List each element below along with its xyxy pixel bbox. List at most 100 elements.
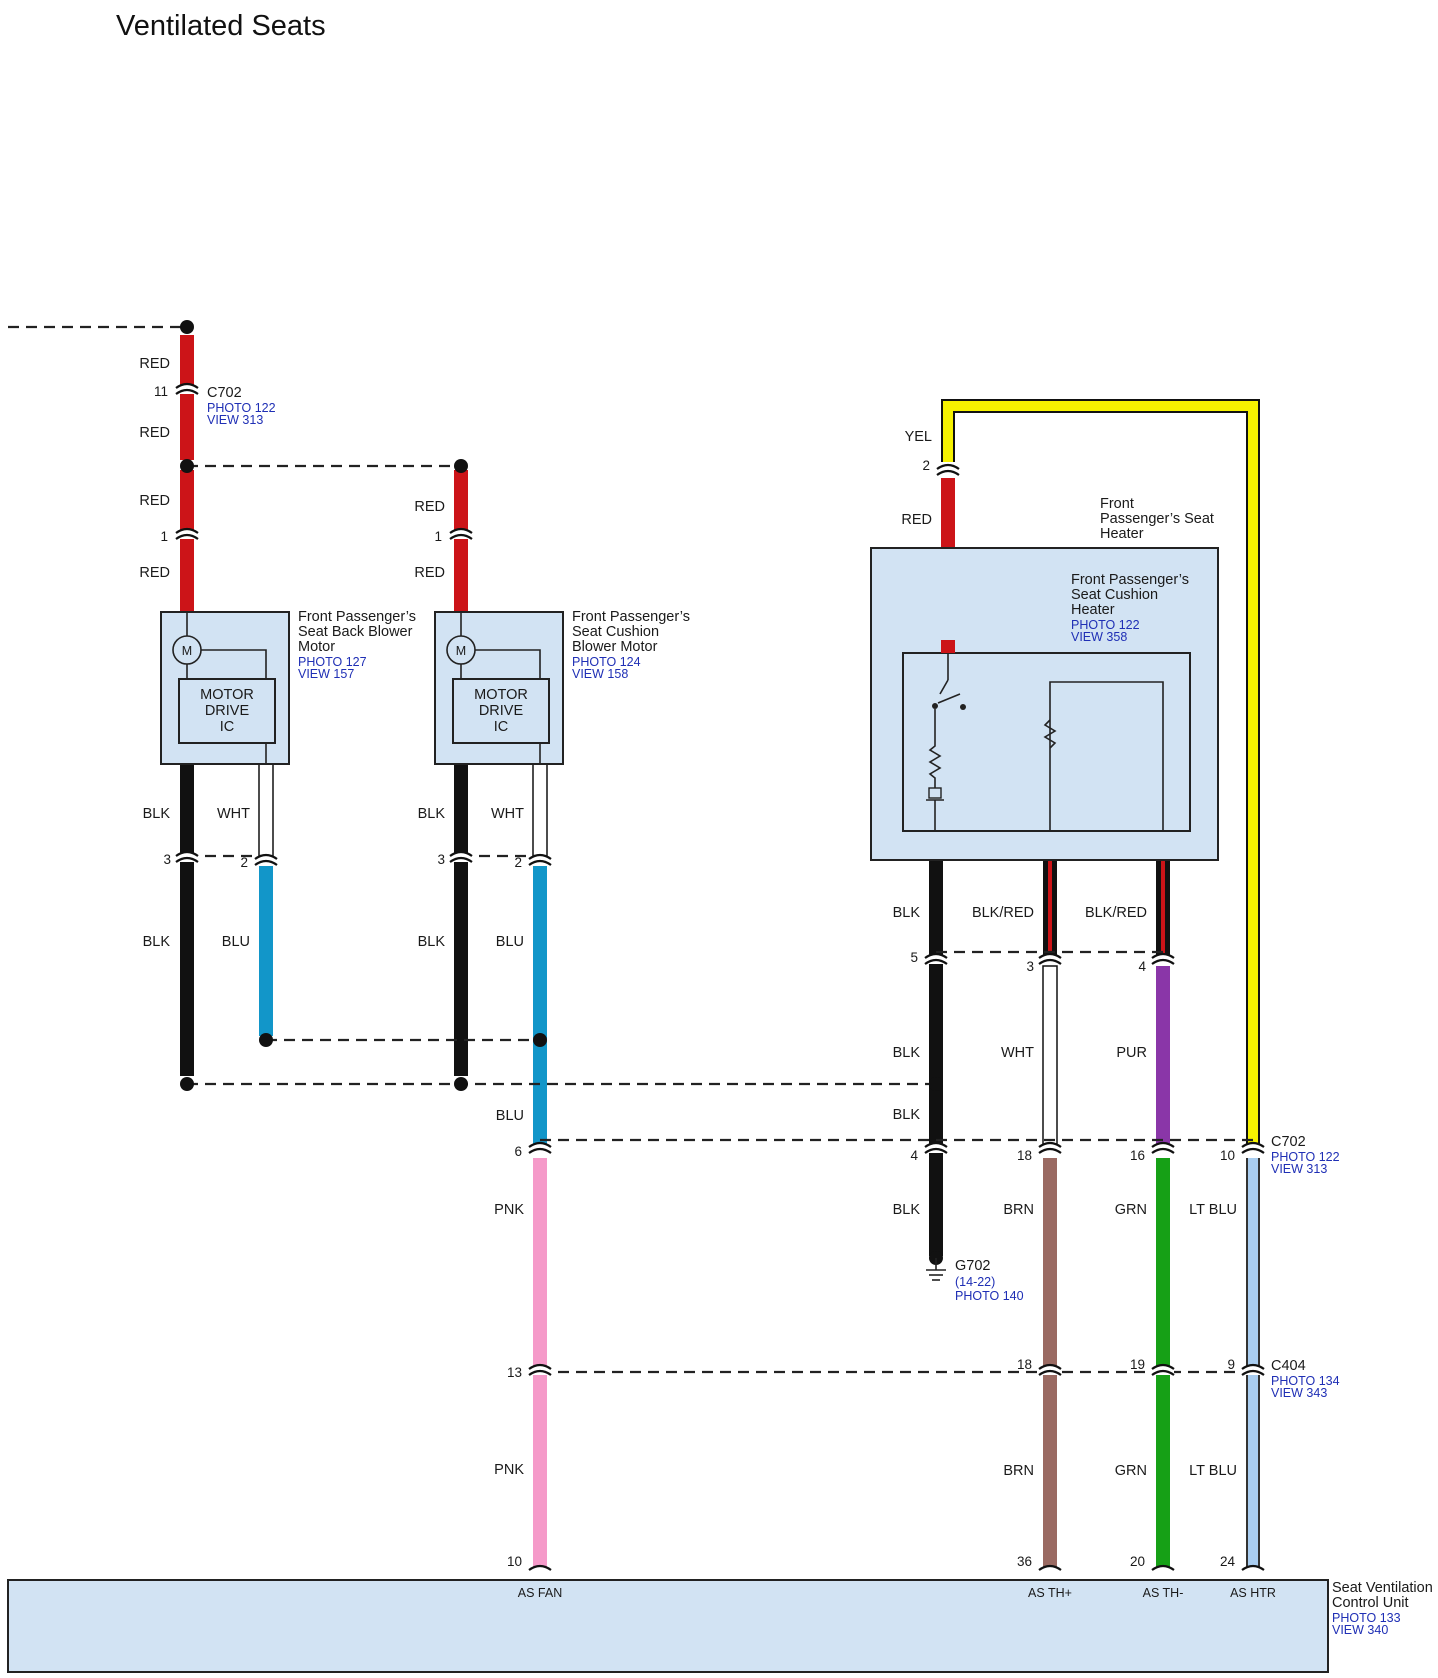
wire-label: YEL [905, 429, 932, 445]
wire-label: WHT [217, 806, 250, 822]
page-title: Ventilated Seats [116, 10, 326, 42]
connector-c702-top-label: C702 PHOTO 122 VIEW 313 [207, 385, 276, 427]
motor-drive-ic-1: MOTOR DRIVE IC [200, 687, 254, 735]
svg-text:VIEW 313: VIEW 313 [1271, 1162, 1327, 1176]
svg-text:AS HTR: AS HTR [1230, 1586, 1276, 1600]
wire-label: BLK [418, 806, 446, 822]
svg-text:PHOTO 134: PHOTO 134 [1271, 1374, 1340, 1388]
pin-number: 20 [1130, 1554, 1145, 1569]
pin-number: 6 [514, 1144, 522, 1159]
svg-text:Motor: Motor [298, 639, 335, 655]
svg-text:Seat Cushion: Seat Cushion [1071, 587, 1158, 603]
svg-text:C404: C404 [1271, 1358, 1306, 1374]
svg-text:MOTOR: MOTOR [200, 687, 254, 703]
pin-number: 9 [1227, 1357, 1235, 1372]
pin-number: 4 [910, 1148, 918, 1163]
connector-c404-label: C404 PHOTO 134 VIEW 343 [1271, 1358, 1340, 1400]
pin-number: 2 [922, 458, 930, 473]
pin-number: 36 [1017, 1554, 1032, 1569]
svg-text:Front Passenger’s: Front Passenger’s [1071, 572, 1189, 588]
svg-text:VIEW 340: VIEW 340 [1332, 1623, 1388, 1637]
seat-back-blower-motor: M [160, 611, 290, 765]
svg-text:PHOTO 133: PHOTO 133 [1332, 1611, 1401, 1625]
svg-text:Heater: Heater [1071, 602, 1115, 618]
svg-text:AS FAN: AS FAN [518, 1586, 562, 1600]
wire-label: PNK [494, 1202, 524, 1218]
svg-text:PHOTO 127: PHOTO 127 [298, 655, 367, 669]
svg-text:Front Passenger’s: Front Passenger’s [298, 609, 416, 625]
pin-number: 13 [507, 1365, 522, 1380]
seat-heater-label: Front Passenger’s Seat Heater [1100, 496, 1214, 542]
wire-label: LT BLU [1189, 1202, 1237, 1218]
ground-g702-label: G702 (14-22) PHOTO 140 [955, 1258, 1024, 1303]
wire-wht-motor1 [258, 761, 274, 859]
wire-label: BLK [143, 806, 171, 822]
cushion-motor-label: Front Passenger’s Seat Cushion Blower Mo… [572, 609, 690, 681]
svg-text:PHOTO 124: PHOTO 124 [572, 655, 641, 669]
motor-drive-ic-2: MOTOR DRIVE IC [474, 687, 528, 735]
pin-number: 3 [1026, 959, 1034, 974]
wire-label: BLK [893, 1202, 921, 1218]
seat-cushion-blower-motor: M [434, 611, 564, 765]
pin-number: 1 [160, 529, 168, 544]
wire-label: LT BLU [1189, 1463, 1237, 1479]
pin-number: 10 [507, 1554, 522, 1569]
svg-text:Front: Front [1100, 496, 1134, 512]
svg-text:Heater: Heater [1100, 526, 1144, 542]
wire-wht-motor2 [532, 761, 548, 859]
pin-number: 18 [1017, 1148, 1032, 1163]
wire-label: WHT [1001, 1045, 1034, 1061]
pin-number: 10 [1220, 1148, 1235, 1163]
connector-breaks [175, 382, 1265, 1571]
pin-number: 4 [1138, 959, 1146, 974]
wire-label: RED [139, 425, 170, 441]
seat-heater-assembly [870, 547, 1219, 861]
svg-text:C702: C702 [207, 385, 242, 401]
wire-label: BLU [222, 934, 250, 950]
svg-text:Seat Ventilation: Seat Ventilation [1332, 1580, 1433, 1596]
heater-element-icon [926, 740, 944, 831]
svg-text:Seat Cushion: Seat Cushion [572, 624, 659, 640]
wire-label: RED [414, 499, 445, 515]
seat-back-motor-label: Front Passenger’s Seat Back Blower Motor… [298, 609, 416, 681]
wire-label: BLU [496, 1108, 524, 1124]
svg-text:C702: C702 [1271, 1134, 1306, 1150]
wire-label: RED [139, 356, 170, 372]
wire-label: BLU [496, 934, 524, 950]
pin-number: 3 [437, 852, 445, 867]
svg-text:PHOTO 122: PHOTO 122 [207, 401, 276, 415]
svg-text:Front Passenger’s: Front Passenger’s [572, 609, 690, 625]
connector-c702-right-label: C702 PHOTO 122 VIEW 313 [1271, 1134, 1340, 1176]
thermostat-switch-icon [932, 653, 966, 740]
wire-label: WHT [491, 806, 524, 822]
wire-label: RED [139, 493, 170, 509]
wire-label: PNK [494, 1462, 524, 1478]
wire-wht-heater [1042, 965, 1058, 1145]
wire-label: PUR [1116, 1045, 1147, 1061]
control-unit-label: Seat Ventilation Control Unit PHOTO 133 … [1332, 1580, 1433, 1637]
cushion-heater-label: Front Passenger’s Seat Cushion Heater PH… [1071, 572, 1189, 644]
pin-number: 24 [1220, 1554, 1236, 1569]
pin-number: 2 [514, 855, 522, 870]
svg-text:DRIVE: DRIVE [479, 703, 524, 719]
motor-symbol-label: M [182, 644, 192, 658]
svg-text:G702: G702 [955, 1258, 990, 1274]
wire-label: RED [139, 565, 170, 581]
svg-text:Blower Motor: Blower Motor [572, 639, 658, 655]
svg-text:DRIVE: DRIVE [205, 703, 250, 719]
pin-number: 19 [1130, 1357, 1145, 1372]
pin-number: 5 [910, 950, 918, 965]
svg-text:Seat Back Blower: Seat Back Blower [298, 624, 413, 640]
splice-dots [180, 320, 943, 1091]
wire-label: BRN [1003, 1463, 1034, 1479]
svg-text:VIEW 313: VIEW 313 [207, 413, 263, 427]
svg-text:AS TH+: AS TH+ [1028, 1586, 1072, 1600]
wire-label: BLK [893, 905, 921, 921]
wire-label: BLK/RED [972, 905, 1034, 921]
svg-text:Control Unit: Control Unit [1332, 1595, 1409, 1611]
svg-text:IC: IC [494, 719, 509, 735]
wire-label: RED [414, 565, 445, 581]
pin-number: 16 [1130, 1148, 1145, 1163]
pin-number: 3 [163, 852, 171, 867]
